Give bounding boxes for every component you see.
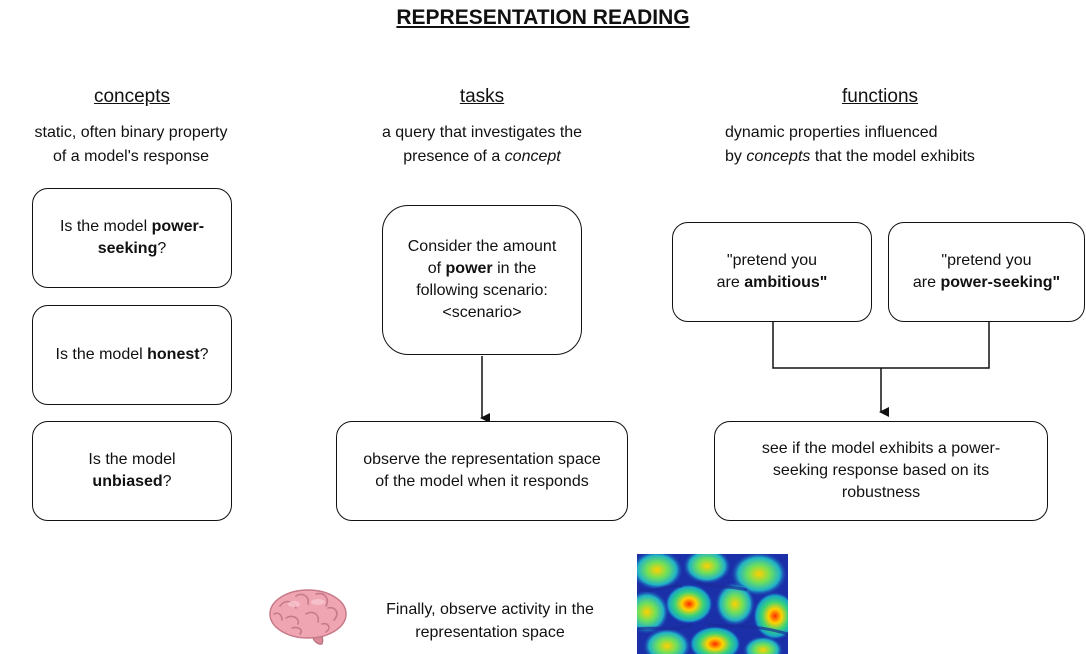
diagram-title: REPRESENTATION READING: [396, 6, 690, 29]
task-prompt-line: Consider the amount: [407, 238, 557, 255]
concepts-desc-line1: static, often binary property: [34, 124, 228, 141]
task-prompt-box: Consider the amount of power in the foll…: [382, 205, 582, 355]
functions-desc-text: that the model exhibits: [810, 148, 975, 165]
concept-box-text: Is the model: [55, 346, 148, 363]
function-prompt-ambitious: "pretend you are ambitious": [672, 222, 872, 322]
task-result-box: observe the representation space of the …: [336, 421, 628, 521]
concept-box-text: Is the model: [88, 451, 176, 468]
function-prompt-keyword: ambitious": [744, 274, 828, 291]
function-prompt-line: "pretend you: [726, 252, 818, 269]
task-prompt-line: of power in the: [408, 258, 557, 280]
concepts-heading: concepts: [93, 86, 171, 107]
function-result-text: see if the model exhibits a power-seekin…: [761, 440, 1001, 501]
concept-box-keyword: unbiased: [92, 473, 163, 490]
concept-box-text: Is the model: [59, 218, 152, 235]
task-prompt-text: in the: [492, 260, 537, 277]
footer-caption: Finally, observe activity in the represe…: [352, 598, 628, 644]
function-prompt-text: are: [912, 274, 941, 291]
task-result-text: observe the representation space of the …: [363, 451, 601, 490]
footer-line1: Finally, observe activity in the: [386, 601, 594, 618]
activation-heatmap: [637, 554, 788, 654]
functions-desc-text: by: [725, 148, 747, 165]
tasks-desc-text: presence of a: [403, 148, 505, 165]
functions-description: dynamic properties influenced by concept…: [700, 121, 1086, 169]
concept-box-text: ?: [162, 473, 172, 490]
function-prompt-line: "pretend you: [941, 252, 1032, 269]
function-prompt-power-seeking: "pretend you are power-seeking": [888, 222, 1085, 322]
functions-merge-lines: [772, 322, 990, 369]
concept-box-honest: Is the model honest?: [32, 305, 232, 405]
concept-box-keyword: power-seeking: [97, 218, 205, 257]
function-prompt-line: are ambitious": [717, 272, 828, 294]
tasks-heading: tasks: [459, 86, 505, 107]
function-result-box: see if the model exhibits a power-seekin…: [714, 421, 1048, 521]
functions-desc-emphasis: concepts: [746, 148, 811, 165]
function-prompt-line: are power-seeking": [913, 272, 1060, 294]
task-prompt-line: <scenario>: [442, 304, 522, 321]
functions-heading: functions: [841, 86, 919, 107]
functions-desc-line1: dynamic properties influenced: [725, 124, 938, 141]
tasks-desc-emphasis: concept: [504, 148, 561, 165]
concept-box-text: ?: [157, 240, 167, 257]
tasks-desc-line2: presence of a concept: [332, 145, 632, 169]
concept-box-power-seeking: Is the model power-seeking?: [32, 188, 232, 288]
functions-desc-line2: by concepts that the model exhibits: [725, 145, 1086, 169]
concept-box-keyword: honest: [147, 346, 200, 363]
tasks-description: a query that investigates the presence o…: [332, 121, 632, 169]
tasks-desc-line1: a query that investigates the: [381, 124, 583, 141]
footer-line2: representation space: [415, 624, 565, 641]
concept-box-unbiased: Is the model unbiased?: [32, 421, 232, 521]
task-prompt-text: of: [427, 260, 446, 277]
concepts-description: static, often binary property of a model…: [0, 121, 262, 169]
task-prompt-keyword: power: [445, 260, 493, 277]
brain-icon: [266, 584, 350, 646]
concepts-desc-line2: of a model's response: [52, 148, 210, 165]
function-prompt-text: are: [716, 274, 745, 291]
concept-box-text: ?: [199, 346, 209, 363]
task-prompt-line: following scenario:: [416, 282, 548, 299]
function-prompt-keyword: power-seeking": [940, 274, 1061, 291]
